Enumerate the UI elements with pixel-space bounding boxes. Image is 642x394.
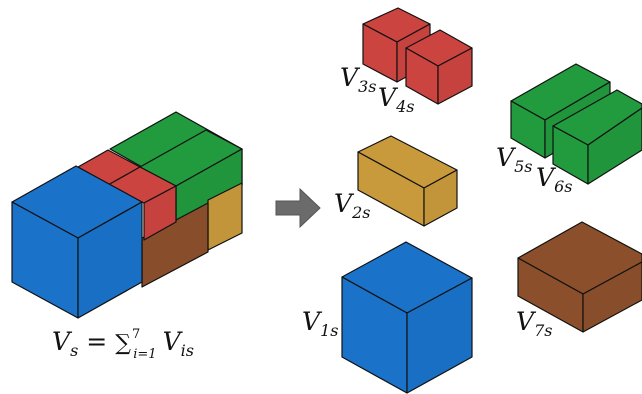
assembly-red-block-front	[107, 166, 177, 241]
label-v7s: V7s	[516, 307, 552, 340]
combined-volume	[11, 111, 243, 319]
label-v2s: V2s	[334, 189, 370, 222]
red-cube-v4s	[405, 29, 473, 105]
right-arrow-icon	[275, 187, 321, 229]
gold-box-v2s	[357, 135, 458, 227]
label-v6s: V6s	[536, 163, 572, 196]
assembly-blue-cube	[11, 165, 143, 319]
label-v4s: V4s	[378, 83, 414, 116]
label-v1s: V1s	[302, 307, 338, 340]
red-cube-v3s	[362, 7, 431, 83]
green-box-v6s	[552, 89, 642, 185]
label-v5s: V5s	[496, 143, 532, 176]
label-v3s: V3s	[340, 63, 376, 96]
brown-box-v7s	[517, 221, 642, 333]
blue-cube-v1s	[341, 241, 473, 394]
